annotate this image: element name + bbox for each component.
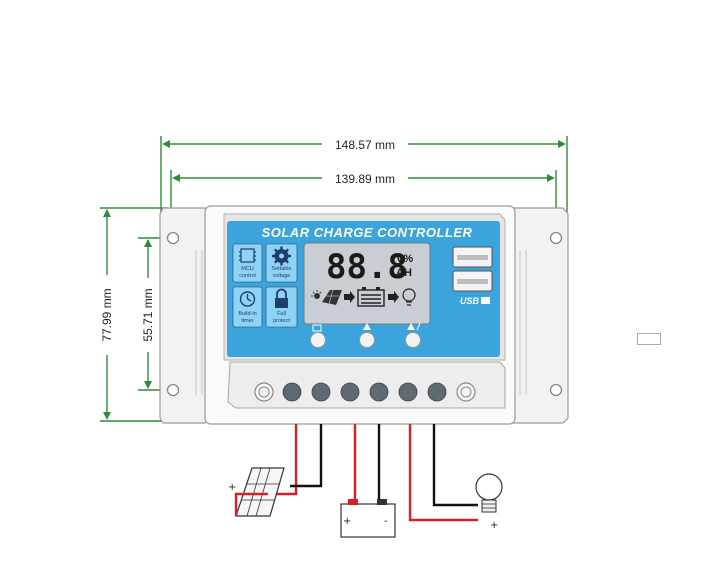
- battery-plus-sign: +: [343, 516, 351, 527]
- wiring: [268, 424, 478, 522]
- usb-label: USB: [460, 296, 480, 306]
- usb-logo: USB: [460, 296, 490, 306]
- lcd-unit-bottom: AH: [396, 267, 412, 279]
- status-tile-voltage: Settable voltage: [265, 243, 298, 283]
- mount-hole-bottom-right: [549, 383, 563, 397]
- gear-icon: [272, 246, 291, 266]
- mount-height-label: 55.71 mm: [141, 288, 155, 341]
- mount-width-label: 139.89 mm: [335, 172, 395, 186]
- solar-negative-wire: [290, 424, 323, 488]
- panel-title: SOLAR CHARGE CONTROLLER: [262, 225, 473, 240]
- solar-panel-icon: [322, 289, 342, 305]
- voltage-label-line2: voltage: [273, 273, 291, 279]
- solar-panel-icon-large: +: [228, 467, 285, 517]
- terminal-6: [427, 382, 447, 402]
- broken-image-icon: [637, 333, 661, 345]
- protect-label-line2: protect: [273, 318, 290, 324]
- chip-icon: [239, 248, 256, 263]
- overall-width-label: 148.57 mm: [335, 138, 395, 152]
- voltage-label-line1: Settable: [271, 266, 291, 272]
- mcu-label-line2: control: [239, 273, 256, 279]
- timer-label-line2: timer: [241, 318, 253, 324]
- usb-ports: [452, 246, 493, 292]
- triangle-icon: [363, 323, 371, 330]
- terminal-3: [340, 382, 360, 402]
- arrow-right-icon: [344, 291, 355, 303]
- mcu-label-line1: MCU: [241, 266, 254, 272]
- lamp-plus-sign: +: [490, 520, 498, 531]
- terminal-5: [398, 382, 418, 402]
- bulb-icon: [402, 288, 416, 306]
- terminal-block: [254, 382, 476, 402]
- status-tile-mcu: MCU control: [232, 243, 263, 283]
- terminal-2: [311, 382, 331, 402]
- triangle-slash-icon: [407, 323, 415, 330]
- front-panel: SOLAR CHARGE CONTROLLER MCU control: [227, 221, 500, 357]
- load-negative-wire: [432, 424, 478, 507]
- mount-hole-top-right: [549, 231, 563, 245]
- menu-button[interactable]: [310, 324, 326, 348]
- terminal-1: [282, 382, 302, 402]
- lamp-icon-large: +: [475, 473, 503, 531]
- timer-label-line1: Build-in: [238, 311, 256, 317]
- lcd-unit-top: V%: [396, 253, 413, 265]
- terminal-screw-cap-left: [254, 382, 274, 402]
- battery-icon-large: + -: [340, 499, 396, 538]
- dimension-overall-width: [160, 136, 568, 212]
- solar-plus-sign: +: [228, 482, 236, 493]
- battery-minus-sign: -: [384, 516, 388, 527]
- down-button[interactable]: [405, 322, 421, 348]
- arrow-right-icon-2: [388, 291, 399, 303]
- sun-icon: [311, 290, 322, 299]
- terminal-screw-cap-right: [456, 382, 476, 402]
- mount-hole-bottom-left: [166, 383, 180, 397]
- terminal-4: [369, 382, 389, 402]
- square-icon: [312, 324, 322, 332]
- up-button[interactable]: [359, 323, 375, 348]
- dimension-overall-height: [100, 207, 168, 422]
- overall-height-label: 77.99 mm: [100, 288, 114, 341]
- protect-label-line1: Full: [277, 311, 286, 317]
- load-positive-wire: [408, 424, 478, 522]
- status-tile-protect: Full protect: [265, 286, 298, 328]
- solar-positive-wire: [268, 424, 298, 496]
- lock-icon: [275, 288, 288, 308]
- lcd-display: 88.8 V% AH: [303, 242, 431, 325]
- battery-icon: [357, 287, 385, 307]
- dimension-mount-width: [170, 170, 557, 232]
- lcd-digits: 88.8: [326, 247, 408, 287]
- status-tile-timer: Build-in timer: [232, 286, 263, 328]
- clock-icon: [239, 291, 256, 307]
- mount-hole-top-left: [166, 231, 180, 245]
